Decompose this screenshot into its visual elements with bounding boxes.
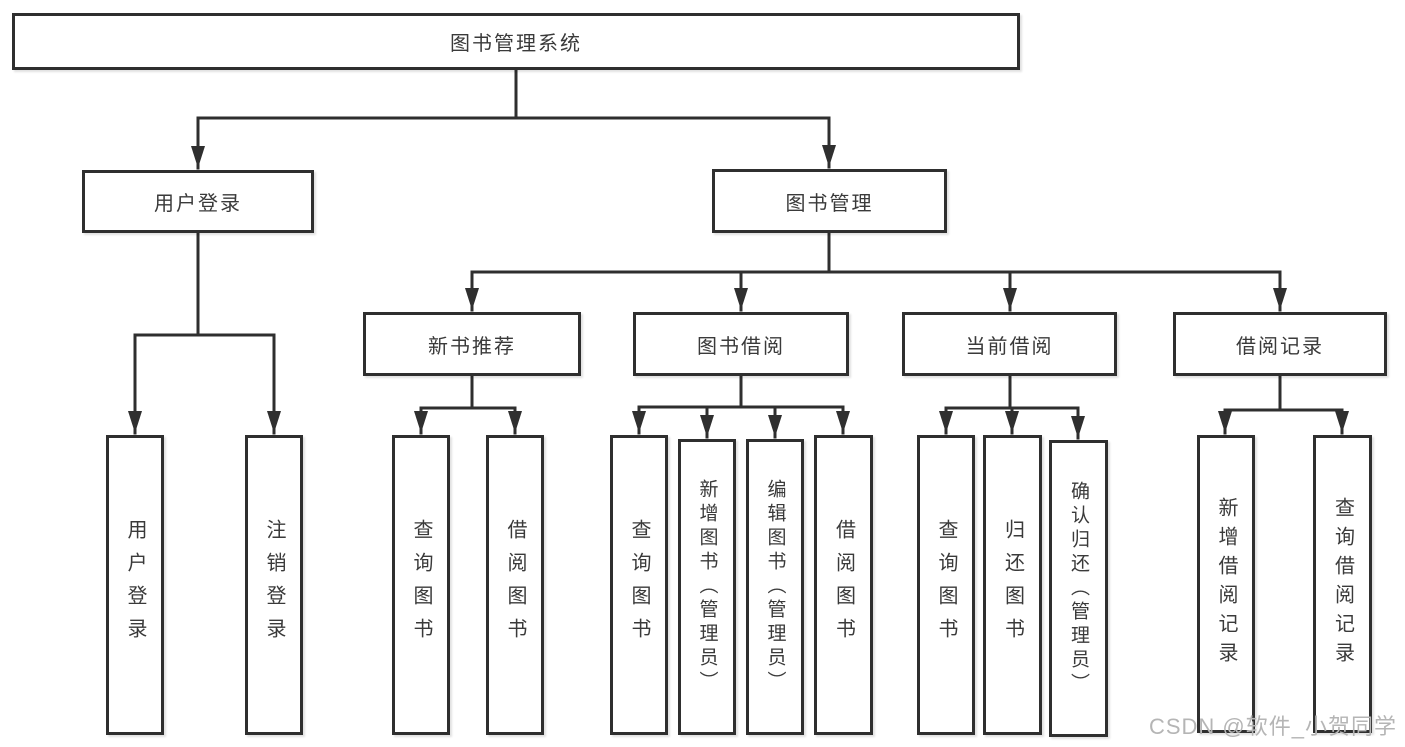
leaf-label: 用户登录 [124, 519, 146, 651]
leaf-label: 编辑图书（管理员） [764, 479, 786, 695]
leaf-label: 查询图书 [628, 519, 650, 651]
leaf-newbook-query-books: 查询图书 [392, 435, 450, 735]
leaf-borrow-edit-books-admin: 编辑图书（管理员） [746, 439, 804, 735]
leaf-borrow-query-books: 查询图书 [610, 435, 668, 735]
leaf-label: 查询借阅记录 [1331, 497, 1354, 671]
leaf-label: 归还图书 [1001, 519, 1024, 651]
leaf-newbook-borrow-books: 借阅图书 [486, 435, 544, 735]
leaf-label: 借阅图书 [832, 519, 855, 651]
node-label: 图书管理 [785, 192, 874, 215]
csdn-watermark: CSDN @软件_小贺同学 [1148, 714, 1397, 739]
leaf-logout: 注销登录 [245, 435, 303, 735]
node-current-borrow: 当前借阅 [902, 312, 1117, 376]
leaf-current-return-books: 归还图书 [983, 435, 1042, 735]
leaf-current-query-books: 查询图书 [917, 435, 975, 735]
leaf-user-login: 用户登录 [106, 435, 164, 735]
leaf-label: 确认归还（管理员） [1068, 480, 1089, 697]
node-book-borrow: 图书借阅 [633, 312, 849, 376]
leaf-label: 查询图书 [410, 519, 432, 651]
leaf-label: 借阅图书 [504, 519, 526, 651]
node-new-book-recommend: 新书推荐 [363, 312, 581, 376]
leaf-label: 注销登录 [263, 519, 285, 651]
node-label: 当前借阅 [965, 335, 1054, 358]
leaf-label: 查询图书 [935, 519, 957, 651]
leaf-label: 新增借阅记录 [1215, 497, 1237, 671]
leaf-label: 新增图书（管理员） [696, 479, 718, 695]
node-label: 图书借阅 [697, 335, 785, 358]
node-library-management-system: 图书管理系统 [12, 13, 1020, 70]
leaf-records-add-record: 新增借阅记录 [1197, 435, 1255, 733]
leaf-records-query-record: 查询借阅记录 [1313, 435, 1372, 733]
node-label: 借阅记录 [1236, 335, 1324, 358]
node-user-login: 用户登录 [82, 170, 314, 233]
leaf-borrow-borrow-books: 借阅图书 [814, 435, 873, 735]
leaf-borrow-add-books-admin: 新增图书（管理员） [678, 439, 736, 735]
node-label: 用户登录 [154, 193, 242, 215]
node-book-management: 图书管理 [712, 169, 947, 233]
node-label: 新书推荐 [428, 335, 516, 358]
leaf-current-confirm-return-admin: 确认归还（管理员） [1049, 440, 1108, 737]
node-borrow-records: 借阅记录 [1173, 312, 1387, 376]
node-label: 图书管理系统 [450, 33, 582, 55]
